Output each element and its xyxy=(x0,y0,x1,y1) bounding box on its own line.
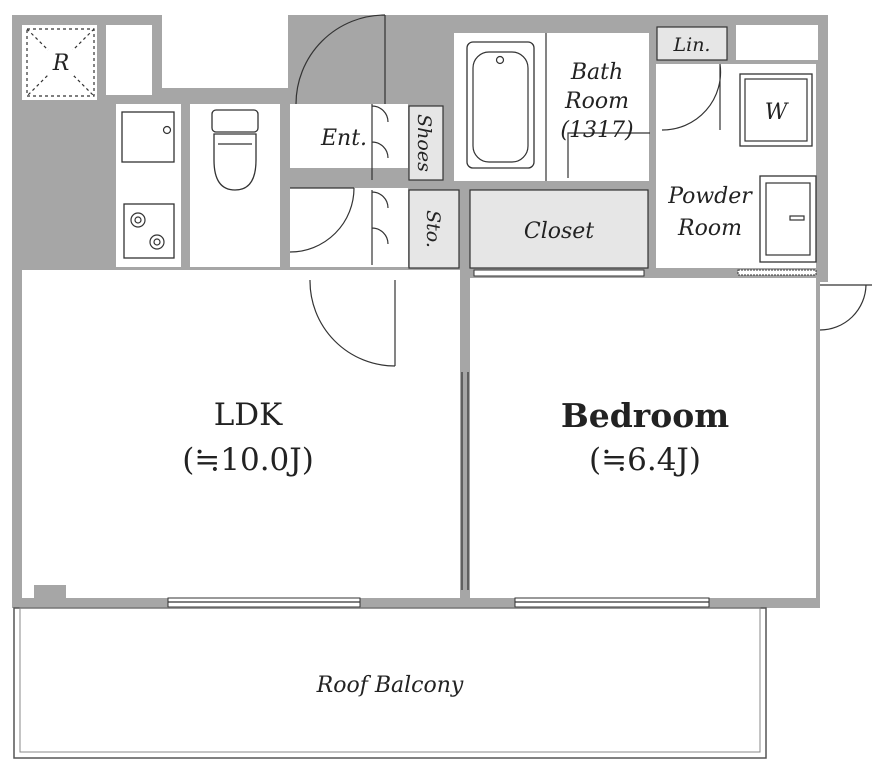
fridge-box xyxy=(26,28,95,97)
bath-label-1: Bath xyxy=(570,60,623,85)
ldk-size: (≒10.0J) xyxy=(182,442,314,478)
bathtub-icon xyxy=(466,41,535,169)
fridge-label: R xyxy=(52,51,70,76)
powder-door-swing xyxy=(661,63,722,131)
closet-label: Closet xyxy=(524,219,594,244)
storage-label: Sto. xyxy=(422,210,444,248)
hall-door-swing xyxy=(289,187,355,253)
washer-label: W xyxy=(765,100,790,125)
stove-icon xyxy=(123,203,175,259)
bath-door-swing xyxy=(567,132,650,178)
balcony-label: Roof Balcony xyxy=(316,673,464,698)
ldk-door-swing xyxy=(309,279,396,367)
bath-label-2: Room xyxy=(564,89,629,114)
bedroom-name: Bedroom xyxy=(561,396,729,435)
entrance-door-swing xyxy=(295,14,386,105)
bath-label-3: (1317) xyxy=(560,118,633,143)
balcony-door-swing xyxy=(819,284,872,331)
bedroom-floor xyxy=(470,278,816,598)
bedroom-size: (≒6.4J) xyxy=(589,442,701,478)
closet-block xyxy=(469,189,649,269)
powder-label-1: Powder xyxy=(667,184,753,209)
linen-label: Lin. xyxy=(673,34,711,56)
shoes-cabinet xyxy=(408,105,444,181)
washer-icon xyxy=(739,73,813,147)
linen-block xyxy=(656,26,728,61)
storage-cabinet xyxy=(408,189,460,269)
linen-space xyxy=(736,25,818,60)
vanity-icon xyxy=(759,175,817,263)
hall-floor xyxy=(290,188,408,267)
ldk-floor xyxy=(22,270,460,598)
toilet-tank-icon xyxy=(211,109,259,133)
sink-icon xyxy=(121,111,175,163)
toilet-bowl-icon xyxy=(213,133,257,191)
roof-balcony xyxy=(13,607,767,759)
powder-label-2: Room xyxy=(677,216,742,241)
ldk-name: LDK xyxy=(214,397,283,433)
entrance-label: Ent. xyxy=(320,126,367,151)
shoes-label: Shoes xyxy=(413,114,435,172)
upper-cabinet xyxy=(106,25,152,95)
